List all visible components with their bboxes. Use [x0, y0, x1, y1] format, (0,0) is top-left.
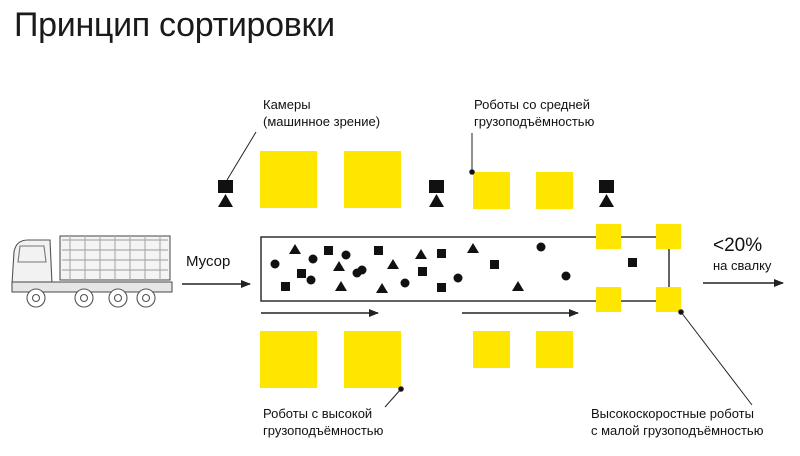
garbage-circle — [341, 250, 351, 260]
heavy-robot-top-1 — [260, 151, 317, 208]
medium-robot-bottom-2 — [536, 331, 573, 368]
garbage-triangle — [467, 243, 479, 253]
dump-truck-icon — [11, 235, 173, 308]
garbage-triangle — [387, 259, 399, 269]
garbage-circle — [306, 275, 316, 285]
medium-robots-label-line1: Роботы со средней — [474, 97, 591, 112]
medium-robots-label-line2: грузоподъёмностью — [474, 114, 595, 129]
medium-robot-top-2 — [536, 172, 573, 209]
garbage-square — [490, 260, 499, 269]
garbage-square — [437, 249, 446, 258]
garbage-square — [418, 267, 427, 276]
heavy-robots-label-line2: грузоподъёмностью — [263, 423, 384, 438]
heavy-robot-top-2 — [344, 151, 401, 208]
garbage-square — [628, 258, 637, 267]
garbage-circle — [352, 268, 362, 278]
garbage-circle — [453, 273, 463, 283]
heavy-robot-bottom-1 — [260, 331, 317, 388]
output-label: <20% на свалку — [713, 235, 771, 274]
garbage-circle — [400, 278, 410, 288]
conveyor-belt — [260, 236, 670, 302]
garbage-triangle — [289, 244, 301, 254]
cameras-label-line1: Камеры — [263, 97, 311, 112]
heavy-robots-label: Роботы с высокой грузоподъёмностью — [263, 405, 383, 439]
medium-robot-top-1 — [473, 172, 510, 209]
camera-icon — [429, 180, 444, 207]
garbage-label: Мусор — [186, 253, 231, 270]
garbage-circle — [270, 259, 280, 269]
heavy-robot-bottom-2 — [344, 331, 401, 388]
fast-robot-4 — [656, 287, 681, 312]
camera-icon — [218, 180, 233, 207]
garbage-triangle — [512, 281, 524, 291]
garbage-circle — [561, 271, 571, 281]
leader-lines — [226, 131, 753, 408]
fast-robots-label: Высокоскоростные роботы с малой грузопод… — [591, 405, 763, 439]
garbage-square — [281, 282, 290, 291]
fast-robots-label-line2: с малой грузоподъёмностью — [591, 423, 764, 438]
garbage-triangle — [376, 283, 388, 293]
medium-robot-bottom-1 — [473, 331, 510, 368]
fast-robots-label-line1: Высокоскоростные роботы — [591, 406, 754, 421]
garbage-square — [297, 269, 306, 278]
garbage-circle — [536, 242, 546, 252]
output-destination: на свалку — [713, 258, 772, 273]
garbage-triangle — [333, 261, 345, 271]
garbage-circle — [308, 254, 318, 264]
garbage-square — [324, 246, 333, 255]
fast-robot-2 — [656, 224, 681, 249]
fast-robot-3 — [596, 287, 621, 312]
garbage-square — [374, 246, 383, 255]
fast-robot-1 — [596, 224, 621, 249]
page-title: Принцип сортировки — [14, 6, 335, 44]
garbage-triangle — [335, 281, 347, 291]
garbage-items — [270, 242, 637, 293]
cameras-label: Камеры (машинное зрение) — [263, 96, 380, 130]
medium-robots-label: Роботы со средней грузоподъёмностью — [474, 96, 594, 130]
garbage-triangle — [415, 249, 427, 259]
heavy-robots-label-line1: Роботы с высокой — [263, 406, 373, 421]
cameras-label-line2: (машинное зрение) — [263, 114, 381, 129]
output-percent: <20% — [713, 235, 763, 256]
garbage-square — [437, 283, 446, 292]
camera-icon — [599, 180, 614, 207]
